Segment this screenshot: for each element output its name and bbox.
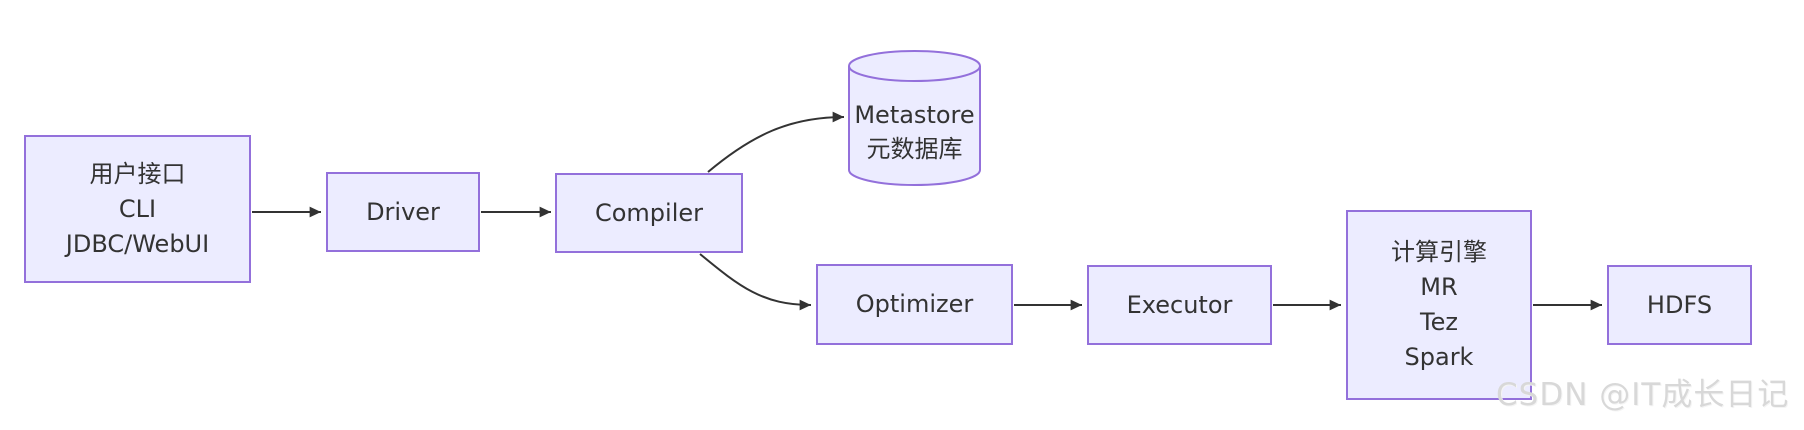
node-compiler-label: Compiler (594, 198, 704, 227)
node-metastore: Metastore 元数据库 (849, 98, 980, 166)
node-user-interface: 用户接口 CLI JDBC/WebUI (24, 135, 251, 283)
node-user-interface-line2: CLI (118, 194, 157, 223)
node-compute-engine-line3: Tez (1420, 308, 1458, 336)
node-driver: Driver (326, 172, 480, 252)
node-hdfs: HDFS (1607, 265, 1752, 345)
node-user-interface-line1: 用户接口 (89, 159, 186, 188)
node-compute-engine-line2: MR (1420, 273, 1458, 301)
metastore-cylinder-shape (848, 50, 981, 186)
node-compiler: Compiler (555, 173, 743, 253)
node-compute-engine-line1: 计算引擎 (1391, 238, 1487, 266)
node-optimizer-label: Optimizer (855, 290, 974, 318)
node-metastore-line2: 元数据库 (866, 135, 963, 163)
csdn-watermark: CSDN @IT成长日记 (1496, 377, 1790, 413)
node-compute-engine-line4: Spark (1404, 343, 1474, 371)
edge-compiler-optimizer (699, 253, 812, 311)
node-user-interface-line3: JDBC/WebUI (65, 229, 210, 258)
node-metastore-line1: Metastore (854, 101, 975, 129)
node-executor-label: Executor (1126, 290, 1233, 319)
node-hdfs-label: HDFS (1646, 290, 1713, 319)
edge-compiler-metastore (707, 111, 845, 173)
node-compute-engine: 计算引擎 MR Tez Spark (1346, 210, 1532, 400)
node-optimizer: Optimizer (816, 264, 1013, 345)
node-driver-label: Driver (366, 197, 440, 226)
node-executor: Executor (1087, 265, 1272, 345)
